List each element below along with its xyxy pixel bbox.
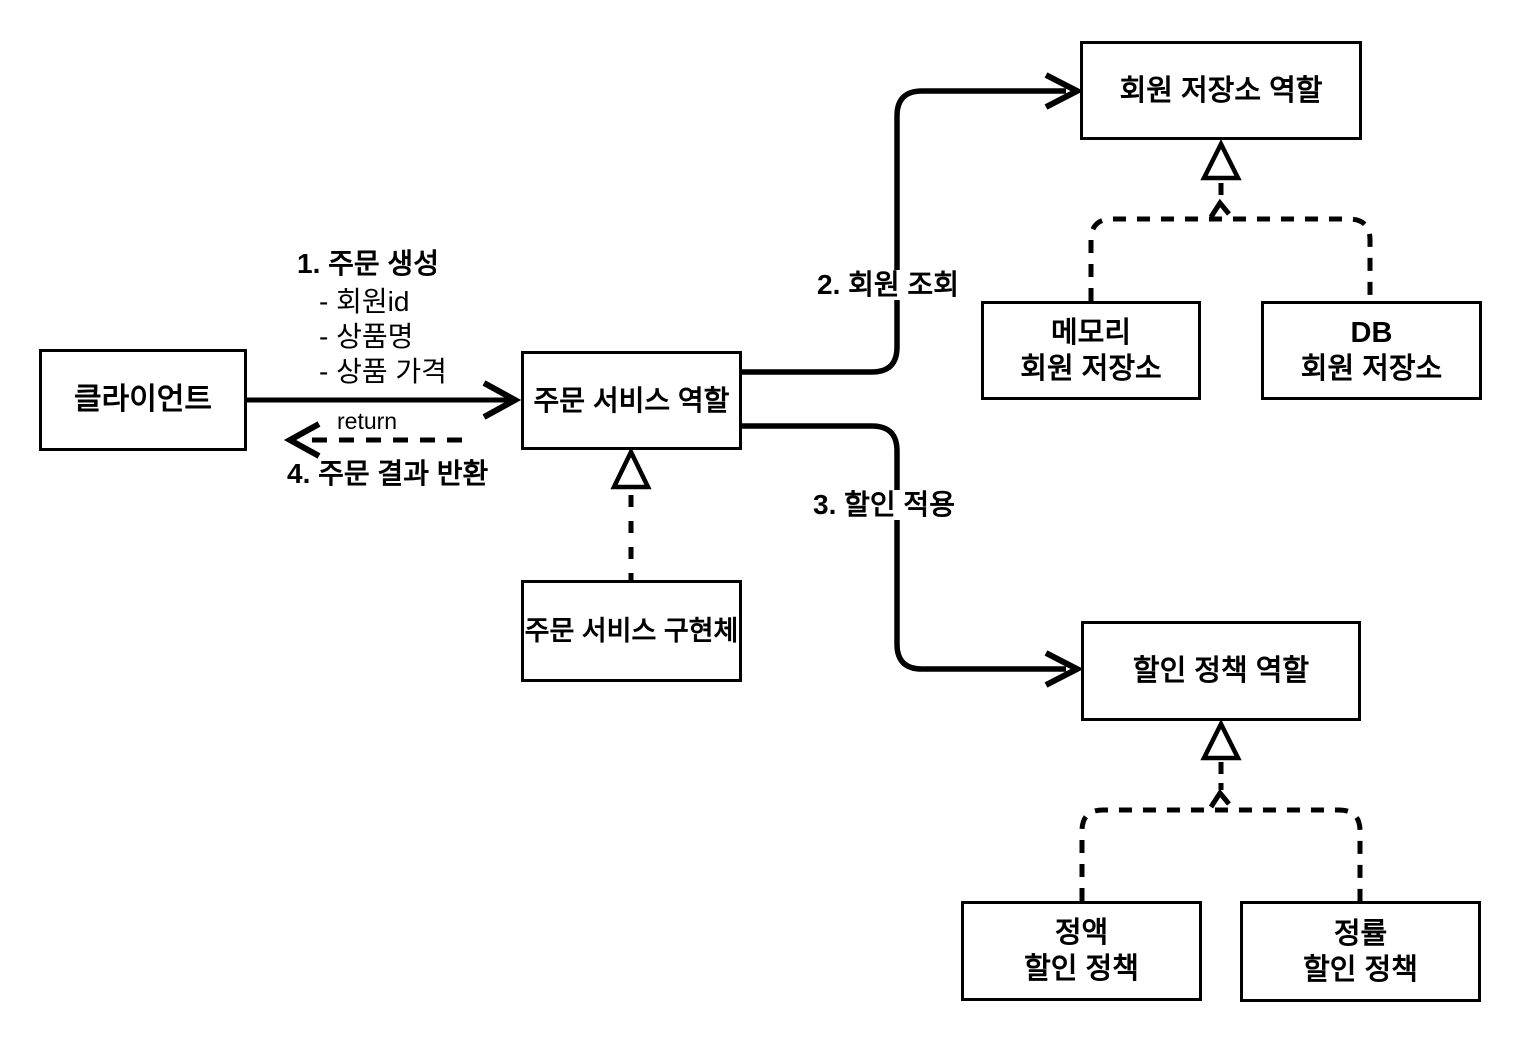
node-member-repo-role: 회원 저장소 역할 xyxy=(1080,41,1362,140)
node-order-service-impl: 주문 서비스 구현체 xyxy=(521,580,742,682)
realization-order-triangle-icon xyxy=(610,446,652,490)
label-step2: 2. 회원 조회 xyxy=(814,270,962,300)
realization-member-caret-icon xyxy=(1208,198,1231,219)
realization-discount-triangle-icon xyxy=(1200,718,1242,761)
arrow-order-create-head xyxy=(482,380,522,420)
node-db-member-repo-line1: DB xyxy=(1350,316,1393,349)
node-client-label: 클라이언트 xyxy=(74,383,212,416)
node-memory-member-repo-line1: 메모리 xyxy=(1050,316,1132,349)
node-fixed-discount-policy-line2: 할인 정책 xyxy=(1024,953,1139,985)
node-memory-member-repo-line2: 회원 저장소 xyxy=(1020,352,1162,385)
node-order-service-impl-label: 주문 서비스 구현체 xyxy=(524,616,739,646)
realization-discount-caret-icon xyxy=(1208,788,1231,809)
node-memory-member-repo-label: 메모리 회원 저장소 xyxy=(1020,315,1161,387)
node-rate-discount-policy-line2: 할인 정책 xyxy=(1303,953,1418,986)
node-member-repo-role-label: 회원 저장소 역할 xyxy=(1119,74,1323,107)
node-memory-member-repo: 메모리 회원 저장소 xyxy=(981,301,1201,400)
realization-member-bracket xyxy=(1088,216,1373,301)
arrow-member-lookup-line xyxy=(742,88,1066,375)
label-return: return xyxy=(334,409,401,433)
label-step1-params: - 회원id - 상품명 - 상품 가격 xyxy=(316,284,450,389)
label-step1-param-item-price: - 상품 가격 xyxy=(319,356,447,387)
label-step4: 4. 주문 결과 반환 xyxy=(284,459,492,489)
node-db-member-repo-label: DB 회원 저장소 xyxy=(1301,315,1442,387)
node-order-service-role: 주문 서비스 역할 xyxy=(521,351,742,450)
arrow-discount-apply-head xyxy=(1044,650,1084,688)
realization-member-triangle-icon xyxy=(1200,138,1242,181)
node-client: 클라이언트 xyxy=(39,349,247,451)
node-fixed-discount-policy: 정액 할인 정책 xyxy=(961,901,1202,1001)
node-db-member-repo: DB 회원 저장소 xyxy=(1261,301,1482,400)
node-rate-discount-policy: 정률 할인 정책 xyxy=(1240,901,1481,1002)
arrow-return-head xyxy=(283,421,321,459)
node-order-service-role-label: 주문 서비스 역할 xyxy=(533,384,730,416)
label-step3: 3. 할인 적용 xyxy=(810,490,958,520)
node-discount-policy-role-label: 할인 정책 역할 xyxy=(1132,655,1310,687)
realization-discount-bracket xyxy=(1079,807,1363,901)
node-rate-discount-policy-line1: 정률 xyxy=(1333,917,1388,950)
node-discount-policy-role: 할인 정책 역할 xyxy=(1081,621,1361,721)
label-step1-param-item-name: - 상품명 xyxy=(319,321,414,352)
node-fixed-discount-policy-label: 정액 할인 정책 xyxy=(1024,915,1139,987)
node-fixed-discount-policy-line1: 정액 xyxy=(1054,917,1109,949)
node-db-member-repo-line2: 회원 저장소 xyxy=(1300,352,1443,385)
arrow-discount-apply-line xyxy=(742,423,1066,672)
label-step1-title: 1. 주문 생성 xyxy=(294,249,442,279)
arrow-member-lookup-head xyxy=(1044,72,1084,110)
label-step1-param-member-id: - 회원id xyxy=(319,286,410,317)
node-rate-discount-policy-label: 정률 할인 정책 xyxy=(1303,916,1418,988)
